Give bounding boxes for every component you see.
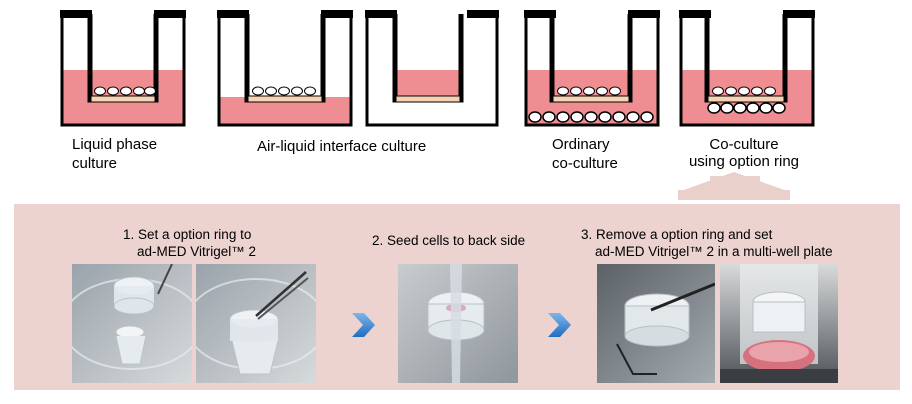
- arrow-right-icon: [352, 313, 375, 337]
- culture-diagrams: [60, 10, 815, 200]
- label-liquid-phase-2: culture: [72, 155, 118, 172]
- step3-label-2: ad-MED Vitrigel™ 2 in a multi-well plate: [595, 244, 833, 259]
- label-air-liquid: Air-liquid interface culture: [257, 138, 427, 155]
- photo-remove-ring: [597, 264, 715, 383]
- photo-set-ring-2: [196, 264, 316, 383]
- label-ordinary-2: co-culture: [552, 155, 618, 172]
- well-liquid-phase: [60, 10, 186, 127]
- label-ordinary-1: Ordinary: [552, 136, 610, 153]
- step1-label-1: 1. Set a option ring to: [123, 227, 252, 242]
- cell-layer: [557, 86, 621, 96]
- back-side-cell-layer: [707, 102, 786, 114]
- step1-label-2: ad-MED Vitrigel™ 2: [137, 244, 257, 259]
- step2-label: 2. Seed cells to back side: [372, 233, 526, 248]
- cell-layer: [94, 86, 156, 96]
- step3-label-1: 3. Remove a option ring and set: [581, 227, 773, 242]
- label-coculture-2: using option ring: [688, 153, 800, 170]
- well-air-liquid-2: [365, 10, 499, 127]
- photo-seed-cells: [398, 264, 518, 383]
- cell-layer: [712, 86, 776, 96]
- well-air-liquid-1: [217, 10, 353, 127]
- well-option-ring-coculture: [679, 10, 815, 127]
- arrow-right-icon: [548, 313, 571, 337]
- label-coculture-1: Co-culture: [709, 136, 779, 153]
- photo-multiwell-plate: [720, 264, 838, 383]
- well-ordinary-coculture: [524, 10, 660, 127]
- label-liquid-phase-1: Liquid phase: [72, 136, 158, 153]
- cell-layer: [252, 86, 316, 96]
- photo-set-ring-1: [72, 264, 192, 383]
- up-arrow-head: [678, 172, 790, 192]
- bottom-cell-layer: [528, 111, 654, 123]
